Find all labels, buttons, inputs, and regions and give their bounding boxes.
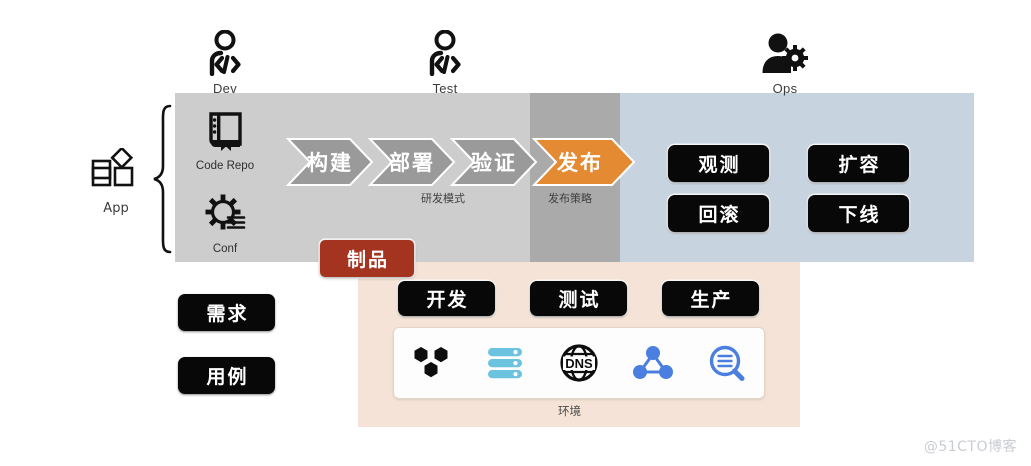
server-stack-icon	[482, 340, 528, 386]
artifact-tag-label: 制品	[346, 249, 389, 271]
node-network-icon	[630, 340, 676, 386]
asset-conf: Conf	[185, 193, 265, 255]
pipeline-stage-build-label: 构建	[307, 151, 353, 175]
asset-code-repo: Code Repo	[185, 110, 265, 172]
pipeline-stage-release[interactable]: 发布	[548, 139, 618, 185]
pipeline-stage-deploy[interactable]: 部署	[382, 139, 448, 185]
ops-button-observe[interactable]: 观测	[668, 145, 769, 182]
role-test-label: Test	[432, 81, 458, 96]
role-ops: Ops	[730, 28, 840, 96]
pipeline-stage-build[interactable]: 构建	[300, 139, 366, 185]
pipeline-stage-verify-label: 验证	[471, 151, 517, 175]
env-button-dev[interactable]: 开发	[398, 281, 495, 316]
dns-globe-icon-text: DNS	[565, 356, 593, 371]
artifact-tag[interactable]: 制品	[320, 240, 414, 277]
tester-person-code-icon	[390, 28, 500, 76]
hexagon-cluster-icon	[408, 340, 454, 386]
env-button-prod[interactable]: 生产	[662, 281, 759, 316]
code-repo-book-icon	[185, 110, 265, 157]
app-label: App	[103, 201, 129, 216]
pipeline-label-dev-mode: 研发模式	[421, 192, 465, 205]
watermark: @51CTO博客	[923, 439, 1017, 455]
curly-brace-icon	[152, 104, 174, 254]
left-button-usecase[interactable]: 用例	[178, 357, 275, 394]
pipeline-stage-deploy-label: 部署	[389, 151, 435, 175]
app-block: App	[88, 146, 144, 216]
left-button-requirement[interactable]: 需求	[178, 294, 275, 331]
pipeline-label-release-strategy: 发布策略	[548, 192, 592, 205]
role-dev: Dev	[170, 28, 280, 96]
dns-globe-icon: DNS	[556, 340, 602, 386]
app-squares-diamond-icon	[88, 146, 144, 197]
pipeline-stage-verify[interactable]: 验证	[464, 139, 530, 185]
ops-button-offline[interactable]: 下线	[808, 195, 909, 232]
role-dev-label: Dev	[212, 81, 238, 96]
role-test: Test	[390, 28, 500, 96]
pipeline-stage-release-label: 发布	[557, 151, 603, 175]
env-button-test[interactable]: 测试	[530, 281, 627, 316]
ops-button-rollback[interactable]: 回滚	[668, 195, 769, 232]
environment-icon-card: DNS	[393, 327, 765, 399]
asset-code-repo-label: Code Repo	[195, 160, 255, 172]
log-search-magnifier-icon	[704, 340, 750, 386]
developer-person-code-icon	[170, 28, 280, 76]
role-ops-label: Ops	[772, 81, 798, 96]
ops-button-scale[interactable]: 扩容	[808, 145, 909, 182]
conf-gear-lines-icon	[185, 193, 265, 240]
asset-conf-label: Conf	[212, 243, 238, 255]
environment-card-label: 环境	[558, 404, 581, 418]
ops-person-gear-icon	[730, 28, 840, 76]
